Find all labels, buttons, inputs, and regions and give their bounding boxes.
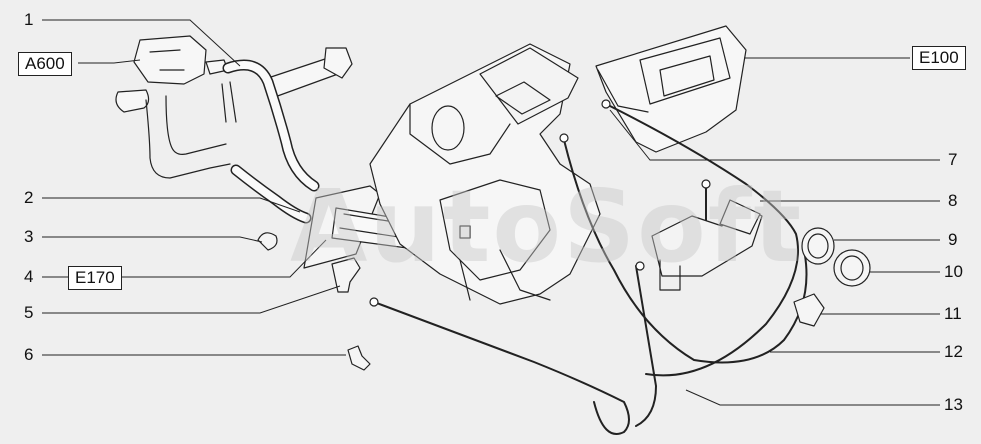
callout-4: 4	[24, 267, 34, 286]
lever-5	[331, 257, 361, 293]
callout-12: 12	[944, 342, 963, 361]
ref-a600-label: A600	[18, 52, 72, 76]
callout-6: 6	[24, 345, 34, 364]
callout-13: 13	[944, 395, 963, 414]
callout-1: 1	[24, 10, 34, 29]
callout-10: 10	[944, 262, 963, 281]
ref-e100-label: E100	[912, 46, 966, 70]
callout-7: 7	[948, 150, 958, 169]
heater-housing	[369, 43, 601, 305]
callout-9: 9	[948, 230, 958, 249]
clip-6	[347, 345, 371, 371]
leader-lines	[42, 19, 940, 406]
control-knob-11	[793, 293, 825, 327]
callout-8: 8	[948, 191, 958, 210]
ref-e170-label: E170	[68, 266, 122, 290]
watermark: AutoSoft	[290, 168, 804, 285]
callout-11: 11	[944, 304, 962, 323]
heater-control-unit	[651, 199, 763, 291]
callout-5: 5	[24, 303, 34, 322]
callout-2: 2	[24, 188, 34, 207]
control-knob-9	[801, 227, 835, 265]
callout-3: 3	[24, 227, 34, 246]
air-intake-housing	[595, 25, 747, 153]
coolant-pipe-assembly	[115, 35, 353, 179]
control-knob-10	[833, 249, 871, 287]
hose-clamp	[257, 232, 278, 251]
